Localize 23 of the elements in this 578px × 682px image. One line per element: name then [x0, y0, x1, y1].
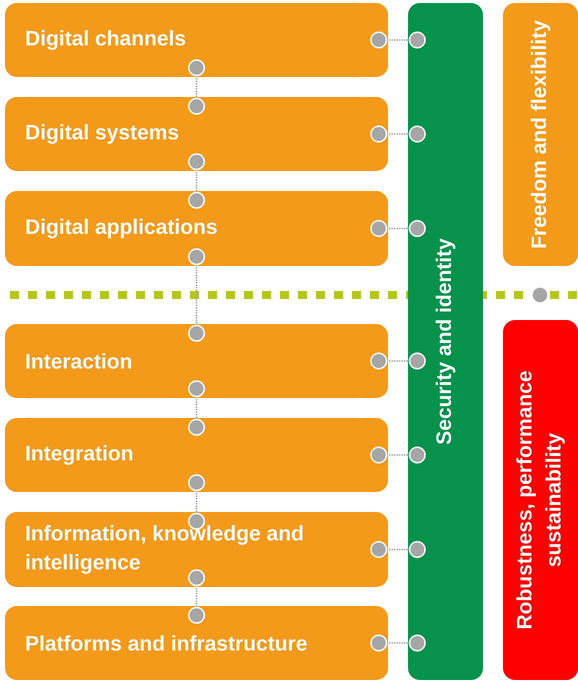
- connector: [188, 153, 205, 209]
- connector: [188, 59, 205, 115]
- process-box: Digital systems: [5, 97, 388, 171]
- connector: [188, 248, 205, 342]
- connector: [370, 126, 426, 142]
- process-box: Digital channels: [5, 3, 388, 77]
- vertical-bar: Robustness, performance sustainability: [503, 320, 578, 680]
- connector: [370, 634, 426, 652]
- connector: [188, 569, 205, 624]
- connector: [188, 380, 205, 436]
- vertical-bar: Freedom and flexibility: [503, 3, 578, 266]
- connector: [188, 474, 205, 530]
- process-box: Platforms and infrastructure: [5, 606, 388, 680]
- connector: [370, 220, 426, 237]
- connector: [370, 541, 426, 558]
- process-box: Digital applications: [5, 191, 388, 266]
- process-box: Integration: [5, 418, 388, 492]
- vertical-bar: Security and identity: [408, 3, 483, 680]
- connector: [370, 352, 426, 370]
- process-box: Information, knowledge and intelligence: [5, 512, 388, 587]
- connector: [370, 32, 426, 48]
- process-box: Interaction: [5, 324, 388, 398]
- connector: [370, 446, 426, 464]
